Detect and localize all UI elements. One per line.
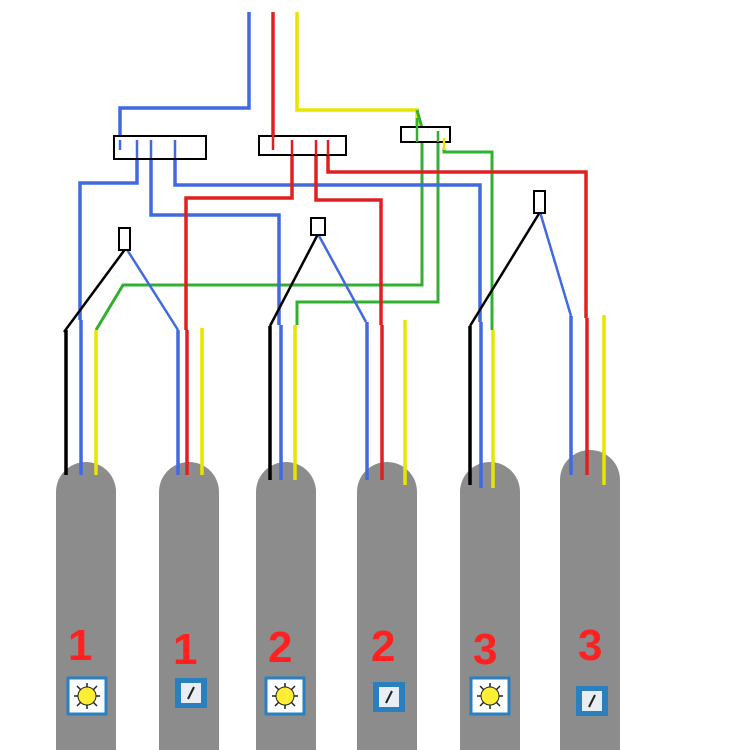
supply-wires	[118, 12, 419, 150]
light-bulb-icon	[264, 676, 306, 716]
cable-number-label: 3	[578, 621, 602, 670]
cable-3-switch	[560, 450, 620, 750]
neutral-to-lamp-1	[78, 150, 139, 320]
switched-live-3	[468, 211, 542, 327]
phase-branches	[184, 145, 588, 330]
switch-return-1	[124, 247, 180, 331]
light-bulb-icon	[66, 676, 108, 716]
cable-cores	[64, 315, 606, 488]
cable-number-label: 1	[68, 621, 92, 670]
junction-blocks	[113, 126, 451, 160]
switch-icon	[373, 682, 405, 712]
cable-number-label: 2	[371, 622, 395, 671]
cable-sheaths	[56, 450, 620, 750]
neutral-to-lamp-2	[149, 148, 281, 325]
cable-number-label: 1	[173, 625, 197, 674]
switch-contacts	[118, 190, 546, 251]
neutral-junction-block	[113, 135, 207, 160]
cable-number-label: 2	[268, 623, 292, 672]
switched-live-1	[62, 247, 128, 333]
switch-contact-3	[533, 190, 546, 214]
switch-icon	[576, 686, 608, 716]
phase-to-switch-2	[314, 145, 383, 325]
switched-live-2	[268, 233, 320, 327]
supply-earth-wire	[295, 12, 419, 132]
cable-2-switch	[357, 462, 417, 750]
bridge-wire-1	[94, 109, 424, 331]
switch-return-2	[316, 233, 368, 323]
switch-contact-1	[118, 227, 131, 251]
light-bulb-icon	[469, 676, 511, 716]
switch-contact-2	[310, 217, 326, 236]
earth-junction-block	[400, 126, 451, 143]
bridge-wire-2	[295, 135, 440, 325]
neutral-branches	[78, 148, 482, 325]
cable-labels: 1 1 2 2 3 3	[68, 621, 602, 674]
phase-junction-block	[258, 135, 347, 156]
cable-number-label: 3	[473, 625, 497, 674]
switch-icon	[175, 678, 207, 708]
supply-neutral-wire	[118, 12, 251, 150]
switch-return-3	[538, 211, 573, 317]
terminal-stubs	[118, 118, 446, 158]
neutral-to-lamp-3	[173, 150, 482, 322]
switch-loops	[62, 211, 573, 333]
phase-to-switch-1	[184, 145, 294, 330]
phase-to-switch-3	[326, 145, 588, 318]
